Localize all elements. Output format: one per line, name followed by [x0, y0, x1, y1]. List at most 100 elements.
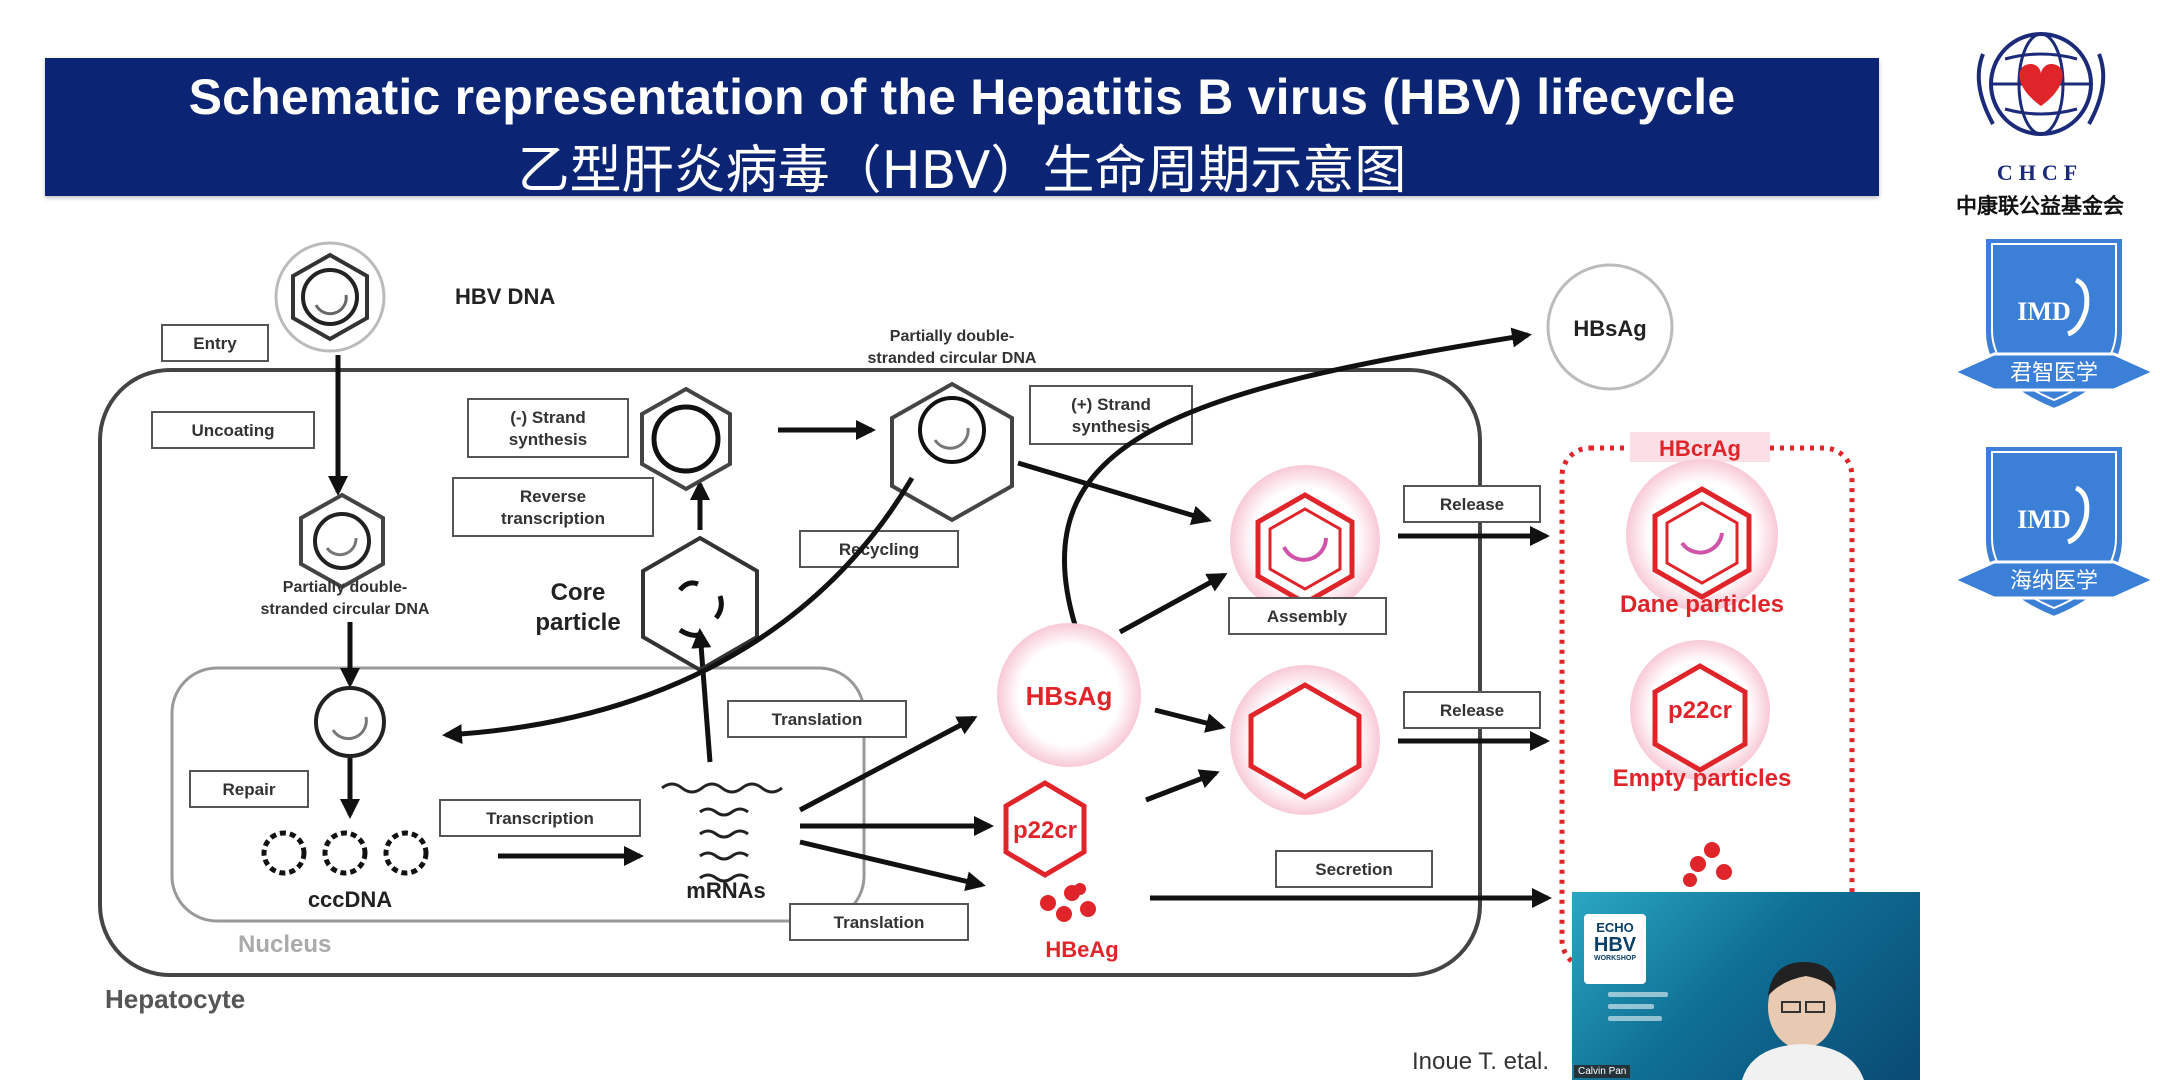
mrnas-label: mRNAs	[686, 878, 765, 903]
cccdna-icon	[261, 830, 429, 876]
speaker-video-tile[interactable]: ECHO HBV WORKSHOP Calvin Pan	[1572, 892, 1922, 1080]
arrow-mrna-to-hbsag	[798, 715, 978, 813]
secretion-box: Secretion	[1275, 850, 1433, 888]
assembly-label: Assembly	[1267, 607, 1348, 626]
chcf-label: CHCF	[1996, 160, 2084, 185]
transcription-label: Transcription	[486, 809, 594, 828]
translation-bottom-label: Translation	[834, 913, 925, 932]
nucleus-label: Nucleus	[238, 931, 331, 958]
release-top-label: Release	[1440, 495, 1504, 514]
video-text-line	[1608, 1016, 1662, 1021]
hepatocyte-label: Hepatocyte	[105, 984, 245, 1014]
recycling-label: Recycling	[839, 540, 919, 559]
hbsag-inner-icon	[997, 623, 1141, 767]
uncoating-label: Uncoating	[191, 421, 274, 440]
speaker-avatar	[1742, 962, 1864, 1080]
hepatocyte-cell	[98, 368, 1482, 977]
hbcrag-label: HBcrAg	[1659, 436, 1741, 461]
hbv-dna-label: HBV DNA	[455, 284, 555, 309]
cccdna-label: cccDNA	[308, 887, 392, 912]
video-text-line	[1608, 1004, 1654, 1009]
core-particle-line2: particle	[535, 609, 620, 636]
hbeag-icon	[1040, 883, 1096, 922]
partially-ds-dna-top-icon	[890, 381, 1014, 523]
release-bottom-label: Release	[1440, 701, 1504, 720]
rcdna-circle-icon	[314, 686, 386, 758]
uncoating-box: Uncoating	[151, 411, 315, 449]
reverse-transcription-line2: transcription	[501, 509, 605, 528]
imd-2-label: IMD	[2017, 505, 2070, 534]
plus-strand-line1: (+) Strand	[1071, 395, 1151, 414]
partially-ds-top-line2: stranded circular DNA	[868, 350, 1037, 367]
dane-particles-label: Dane particles	[1620, 591, 1784, 618]
logo-sidebar: CHCF 中康联公益基金会 IMD 君智医学 IMD 海纳医学	[1920, 0, 2160, 1080]
hbv-virion-icon	[274, 241, 386, 353]
imd-logo-2: IMD 海纳医学	[1954, 443, 2154, 621]
title-chinese: 乙型肝炎病毒（HBV）生命周期示意图	[517, 141, 1407, 201]
plus-strand-box: (+) Strand synthesis	[1029, 385, 1193, 445]
chcf-logo	[1976, 32, 2106, 136]
speaker-name: Calvin Pan	[1574, 1065, 1631, 1078]
minus-strand-icon	[640, 386, 732, 492]
release-bottom-box: Release	[1403, 691, 1541, 729]
partially-ds-dna-left-icon	[299, 492, 385, 590]
release-top-box: Release	[1403, 485, 1541, 523]
video-text-line	[1608, 992, 1668, 997]
secretion-label: Secretion	[1315, 860, 1392, 879]
partially-ds-left-line2: stranded circular DNA	[261, 601, 430, 618]
p22cr-inner-label: p22cr	[1013, 817, 1077, 844]
translation-bottom-box: Translation	[789, 903, 969, 941]
entry-box: Entry	[161, 324, 269, 362]
echo-hbv-logo: ECHO HBV WORKSHOP	[1584, 914, 1646, 984]
slide: Schematic representation of the Hepatiti…	[45, 58, 1922, 1080]
dane-particle-inner-icon	[1230, 465, 1380, 615]
hbeag-label: HBeAg	[1045, 937, 1118, 962]
title-bar: Schematic representation of the Hepatiti…	[45, 58, 1879, 201]
p22cr-outer-label: p22cr	[1668, 697, 1732, 724]
partially-ds-top-line1: Partially double-	[890, 328, 1014, 345]
arrow-mrna-to-hbeag	[799, 839, 986, 892]
translation-top-label: Translation	[772, 710, 863, 729]
echo-logo-mid: HBV	[1593, 934, 1637, 956]
echo-logo-bottom: WORKSHOP	[1594, 955, 1636, 962]
echo-logo-top: ECHO	[1596, 920, 1634, 935]
reverse-transcription-line1: Reverse	[520, 487, 586, 506]
arrow-to-hbsag-outer	[1062, 327, 1532, 626]
partially-ds-left-line1: Partially double-	[283, 579, 407, 596]
arrow-plus-to-assembly	[1017, 460, 1212, 525]
minus-strand-line2: synthesis	[509, 430, 587, 449]
dane-particle-outer-icon	[1626, 459, 1778, 611]
arrow-mrna-to-core	[691, 628, 713, 763]
chcf-chinese-label: 中康联公益基金会	[1956, 194, 2124, 218]
empty-particles-label: Empty particles	[1613, 765, 1792, 792]
title-english: Schematic representation of the Hepatiti…	[188, 69, 1736, 125]
citation: Inoue T. etal.	[1412, 1048, 1549, 1075]
repair-box: Repair	[189, 770, 309, 808]
imd-logo-1: IMD 君智医学	[1954, 235, 2154, 413]
arrow-hbsag-to-assembly	[1118, 572, 1228, 635]
nucleus	[170, 666, 866, 923]
minus-strand-box: (-) Strand synthesis	[467, 398, 629, 458]
repair-label: Repair	[223, 780, 276, 799]
p22cr-outer-icon	[1630, 640, 1770, 780]
plus-strand-line2: synthesis	[1072, 417, 1150, 436]
mrna-icon	[661, 782, 783, 883]
p22cr-inner-icon	[1003, 780, 1087, 878]
minus-strand-line1: (-) Strand	[510, 408, 586, 427]
arrow-p22cr-to-empty	[1145, 769, 1220, 803]
transcription-box: Transcription	[439, 799, 641, 837]
translation-top-box: Translation	[727, 700, 907, 738]
hbsag-outer-label: HBsAg	[1573, 316, 1646, 341]
reverse-transcription-box: Reverse transcription	[452, 477, 654, 537]
entry-label: Entry	[193, 334, 237, 353]
imd-1-banner: 君智医学	[2010, 361, 2098, 386]
arrow-recycling	[442, 476, 915, 745]
hbsag-inner-label: HBsAg	[1026, 681, 1113, 711]
hbsag-outer-icon	[1546, 263, 1674, 391]
hbeag-outer-icon	[1683, 842, 1732, 887]
assembly-box: Assembly	[1228, 597, 1387, 635]
arrow-hbsag-to-empty	[1154, 707, 1226, 733]
hbcrag-tag	[1630, 432, 1770, 462]
imd-2-banner: 海纳医学	[2010, 569, 2098, 594]
imd-1-label: IMD	[2017, 297, 2070, 326]
